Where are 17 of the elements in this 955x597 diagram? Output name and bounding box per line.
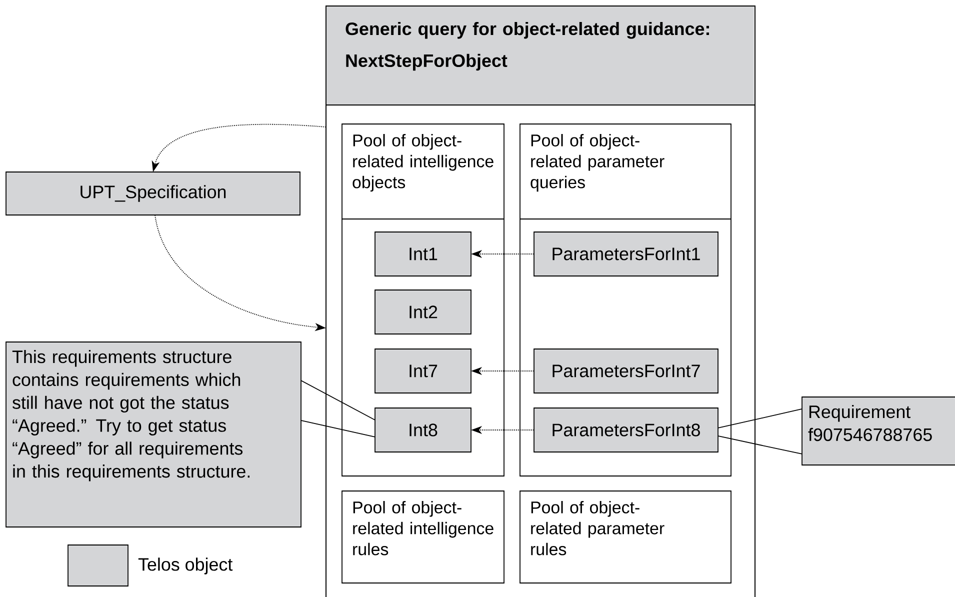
object-box: ParametersForInt7: [534, 348, 718, 394]
connector: [718, 408, 802, 428]
legend-text: Telos object: [138, 558, 233, 574]
connector: [300, 380, 376, 420]
note-box: This requirements structure contains requirements which still have not got the status “Agreed.” Try to get status “Agreed” for all requirements in this requirements structure.: [6, 342, 302, 528]
connector: [300, 420, 376, 438]
object-box: Requirement f907546788765: [802, 396, 955, 466]
object-box: Int2: [374, 290, 472, 334]
object-box: Int8: [374, 408, 472, 452]
connector: [718, 436, 802, 454]
object-box: ParametersForInt8: [534, 408, 718, 452]
pool-box: Pool of object-related parameter rules: [520, 490, 732, 584]
object-box: Int1: [374, 232, 472, 276]
object-box: ParametersForInt1: [534, 232, 718, 276]
object-box: UPT_Specification: [6, 172, 300, 216]
pool-box: Pool of object-related intelligence rules: [342, 490, 504, 584]
object-box: Int7: [374, 348, 472, 394]
